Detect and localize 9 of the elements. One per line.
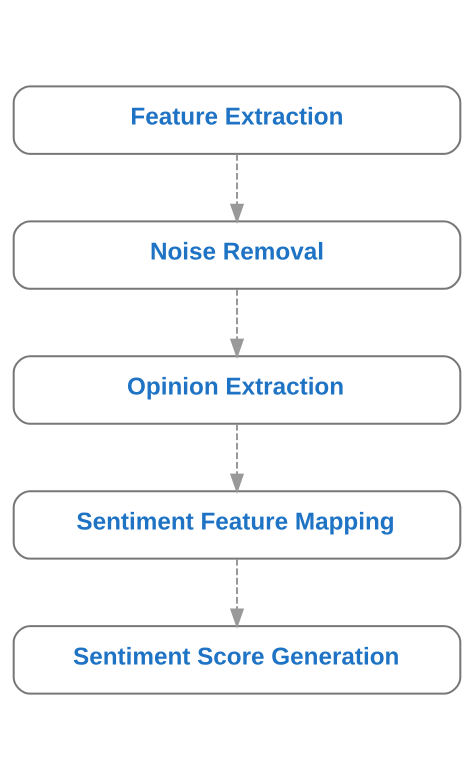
node-box: Noise Removal xyxy=(12,220,462,290)
node-box: Sentiment Score Generation xyxy=(12,624,462,694)
node-box: Sentiment Feature Mapping xyxy=(12,490,462,560)
node-box: Feature Extraction xyxy=(12,84,462,154)
arrow xyxy=(230,154,244,224)
arrow xyxy=(230,558,244,628)
arrow xyxy=(230,424,244,494)
node-box: Opinion Extraction xyxy=(12,354,462,424)
arrow xyxy=(230,288,244,358)
